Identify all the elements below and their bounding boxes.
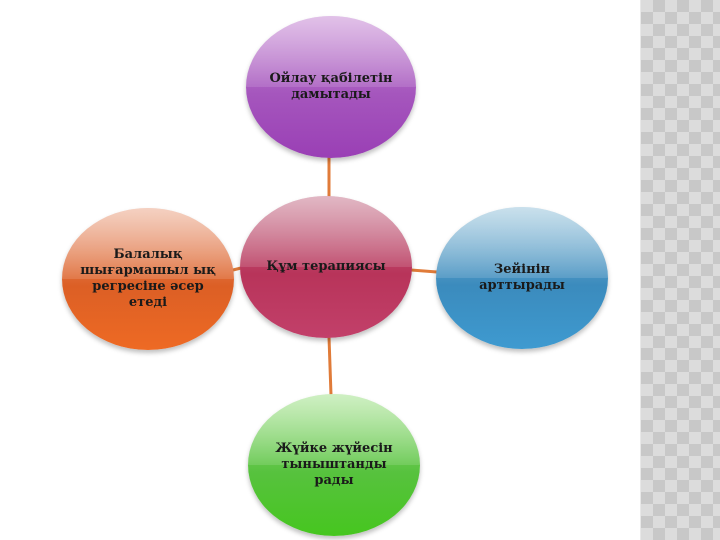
node-attention-label: Зейінін арттырады bbox=[479, 262, 565, 293]
connector-bottom bbox=[327, 335, 333, 397]
node-nervous-system: Жүйке жүйесін тыныштанды рады bbox=[248, 394, 420, 536]
node-creativity: Балалық шығармашыл ық регресіне әсер ете… bbox=[62, 208, 234, 350]
node-thinking: Ойлау қабілетін дамытады bbox=[246, 16, 416, 158]
node-sand-therapy-label: Құм терапиясы bbox=[266, 259, 386, 274]
node-sand-therapy: Құм терапиясы bbox=[240, 196, 412, 338]
node-nervous-system-label: Жүйке жүйесін тыныштанды рады bbox=[275, 441, 393, 488]
node-creativity-label: Балалық шығармашыл ық регресіне әсер ете… bbox=[80, 247, 216, 310]
decorative-side-pattern bbox=[640, 0, 720, 540]
node-thinking-label: Ойлау қабілетін дамытады bbox=[269, 71, 393, 102]
node-attention: Зейінін арттырады bbox=[436, 207, 608, 349]
connector-left bbox=[231, 266, 243, 272]
connector-right bbox=[409, 268, 439, 274]
